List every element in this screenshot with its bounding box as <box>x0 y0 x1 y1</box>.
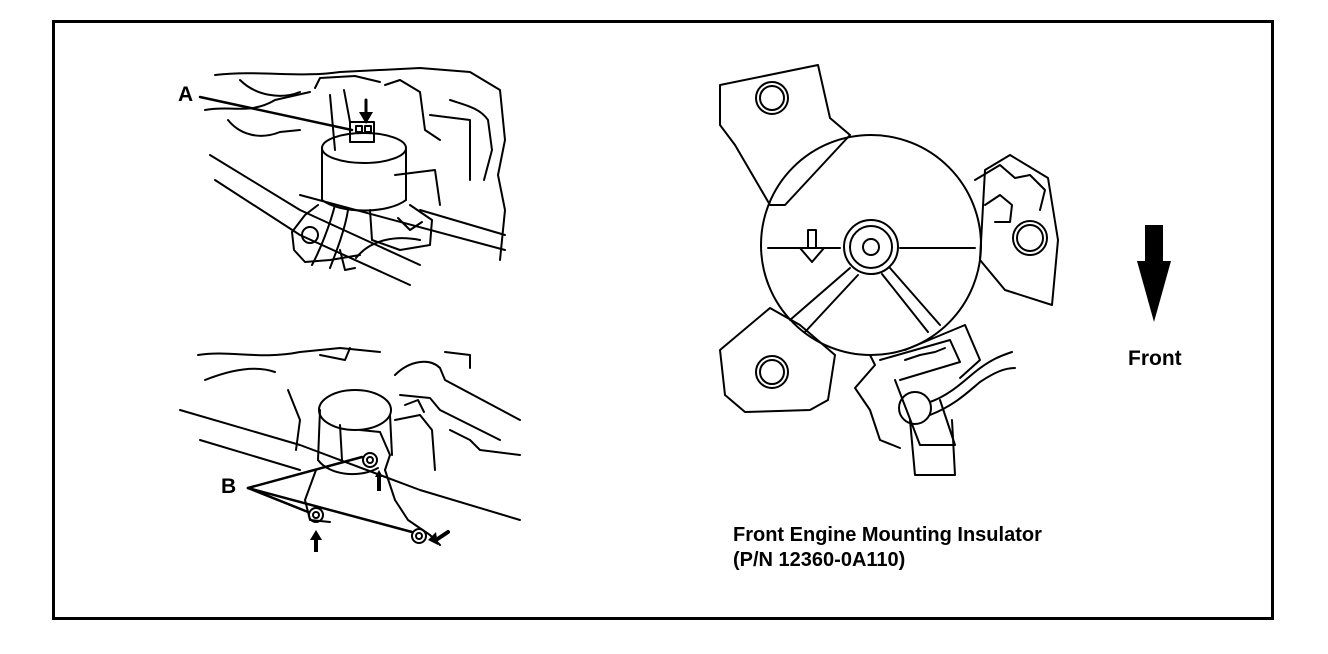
callout-label-b: B <box>221 475 237 498</box>
bolt-arrows <box>310 470 450 552</box>
callout-a-leader <box>198 95 354 132</box>
figure-frame <box>52 20 1274 620</box>
caption-title: Front Engine Mounting Insulator <box>733 524 1042 546</box>
part-caption: Front Engine Mounting Insulator (P/N 123… <box>733 523 1042 573</box>
mounting-insulator <box>719 64 1059 476</box>
callout-label-a: A <box>178 83 194 106</box>
down-hollow-arrow-icon <box>799 229 825 263</box>
callout-b-leaders <box>246 455 414 534</box>
front-direction-label: Front <box>1128 347 1182 370</box>
down-arrow-icon <box>1137 225 1171 322</box>
caption-part-number: (P/N 12360-0A110) <box>733 549 906 571</box>
top-engine-view <box>204 67 506 286</box>
